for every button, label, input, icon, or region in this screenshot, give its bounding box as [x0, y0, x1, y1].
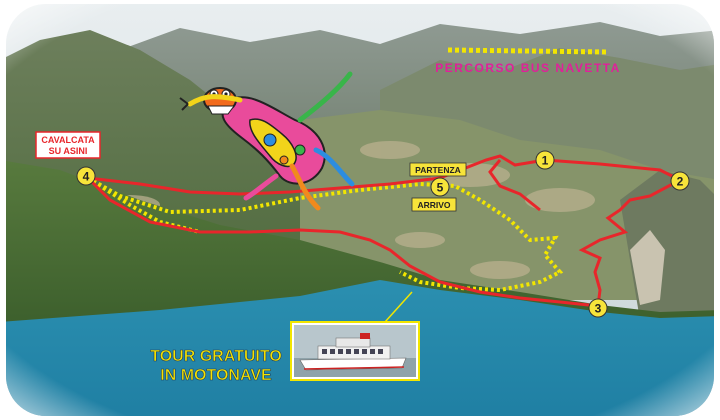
start-label-text: PARTENZA [415, 165, 461, 175]
running-lizard-mascot-icon [179, 71, 355, 211]
donkey-ride-label: CAVALCATA SU ASINI [35, 131, 101, 159]
svg-text:5: 5 [437, 181, 444, 195]
svg-text:1: 1 [542, 154, 549, 168]
red-route [86, 154, 681, 308]
route-marker-4: 4 [76, 166, 96, 186]
svg-text:3: 3 [595, 302, 602, 316]
donkey-ride-line2: SU ASINI [49, 146, 88, 156]
svg-text:4: 4 [83, 170, 90, 184]
route-marker-3: 3 [588, 298, 608, 318]
arrival-label-text: ARRIVO [417, 200, 450, 210]
boat-tour-line2: IN MOTONAVE [160, 367, 272, 384]
boat-tour-line1: TOUR GRATUITO [150, 348, 282, 365]
route-marker-2: 2 [670, 171, 690, 191]
route-marker-5: 5 [430, 177, 450, 197]
arrival-label: ARRIVO [411, 197, 457, 212]
shuttle-route [86, 176, 564, 293]
motorboat-photo-icon [290, 321, 420, 381]
boat-pointer-line [384, 291, 413, 323]
donkey-ride-line1: CAVALCATA [41, 135, 95, 145]
shuttle-legend-label: PERCORSO BUS NAVETTA [435, 61, 621, 75]
shuttle-legend-line [447, 47, 609, 55]
svg-text:2: 2 [677, 175, 684, 189]
route-marker-1: 1 [535, 150, 555, 170]
start-label: PARTENZA [409, 162, 467, 177]
